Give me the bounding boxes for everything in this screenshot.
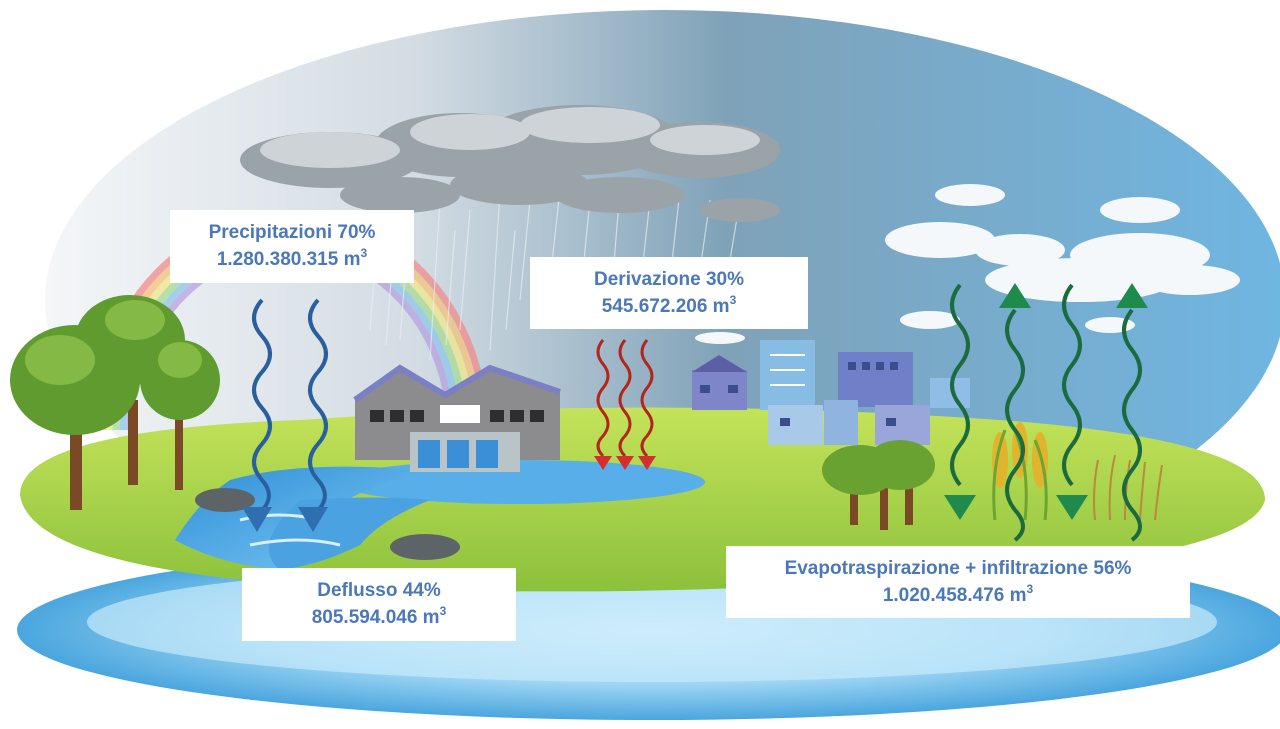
city-buildings [692,340,970,445]
evapotranspiration-title: Evapotraspirazione + infiltrazione 56% [784,558,1132,579]
trees-right [822,440,935,530]
evapotranspiration-value: 1.020.458.476 m3 [882,582,1034,606]
precipitation-title: Precipitazioni 70% [208,222,376,243]
precipitation-arrowheads [242,507,328,532]
rocks [195,488,460,560]
derivation-value: 545.672.206 m3 [601,293,737,317]
precipitation-label: Precipitazioni 70% 1.280.380.315 m3 [170,210,414,283]
trees-left [10,295,220,510]
evap-arrowheads [944,283,1148,520]
runoff-value: 805.594.046 m3 [311,604,447,628]
precipitation-value: 1.280.380.315 m3 [216,246,368,270]
evapotranspiration-label: Evapotraspirazione + infiltrazione 56% 1… [726,546,1190,618]
runoff-title: Deflusso 44% [317,580,441,601]
derivation-arrows [596,339,654,458]
runoff-label: Deflusso 44% 805.594.046 m3 [242,568,516,641]
derivation-label: Derivazione 30% 545.672.206 m3 [530,257,808,329]
derivation-title: Derivazione 30% [594,269,744,290]
derivation-arrowheads [594,456,656,470]
dam-building [353,364,561,472]
crops [992,422,1163,521]
evap-arrows [950,283,1142,542]
precipitation-arrows [252,298,328,517]
